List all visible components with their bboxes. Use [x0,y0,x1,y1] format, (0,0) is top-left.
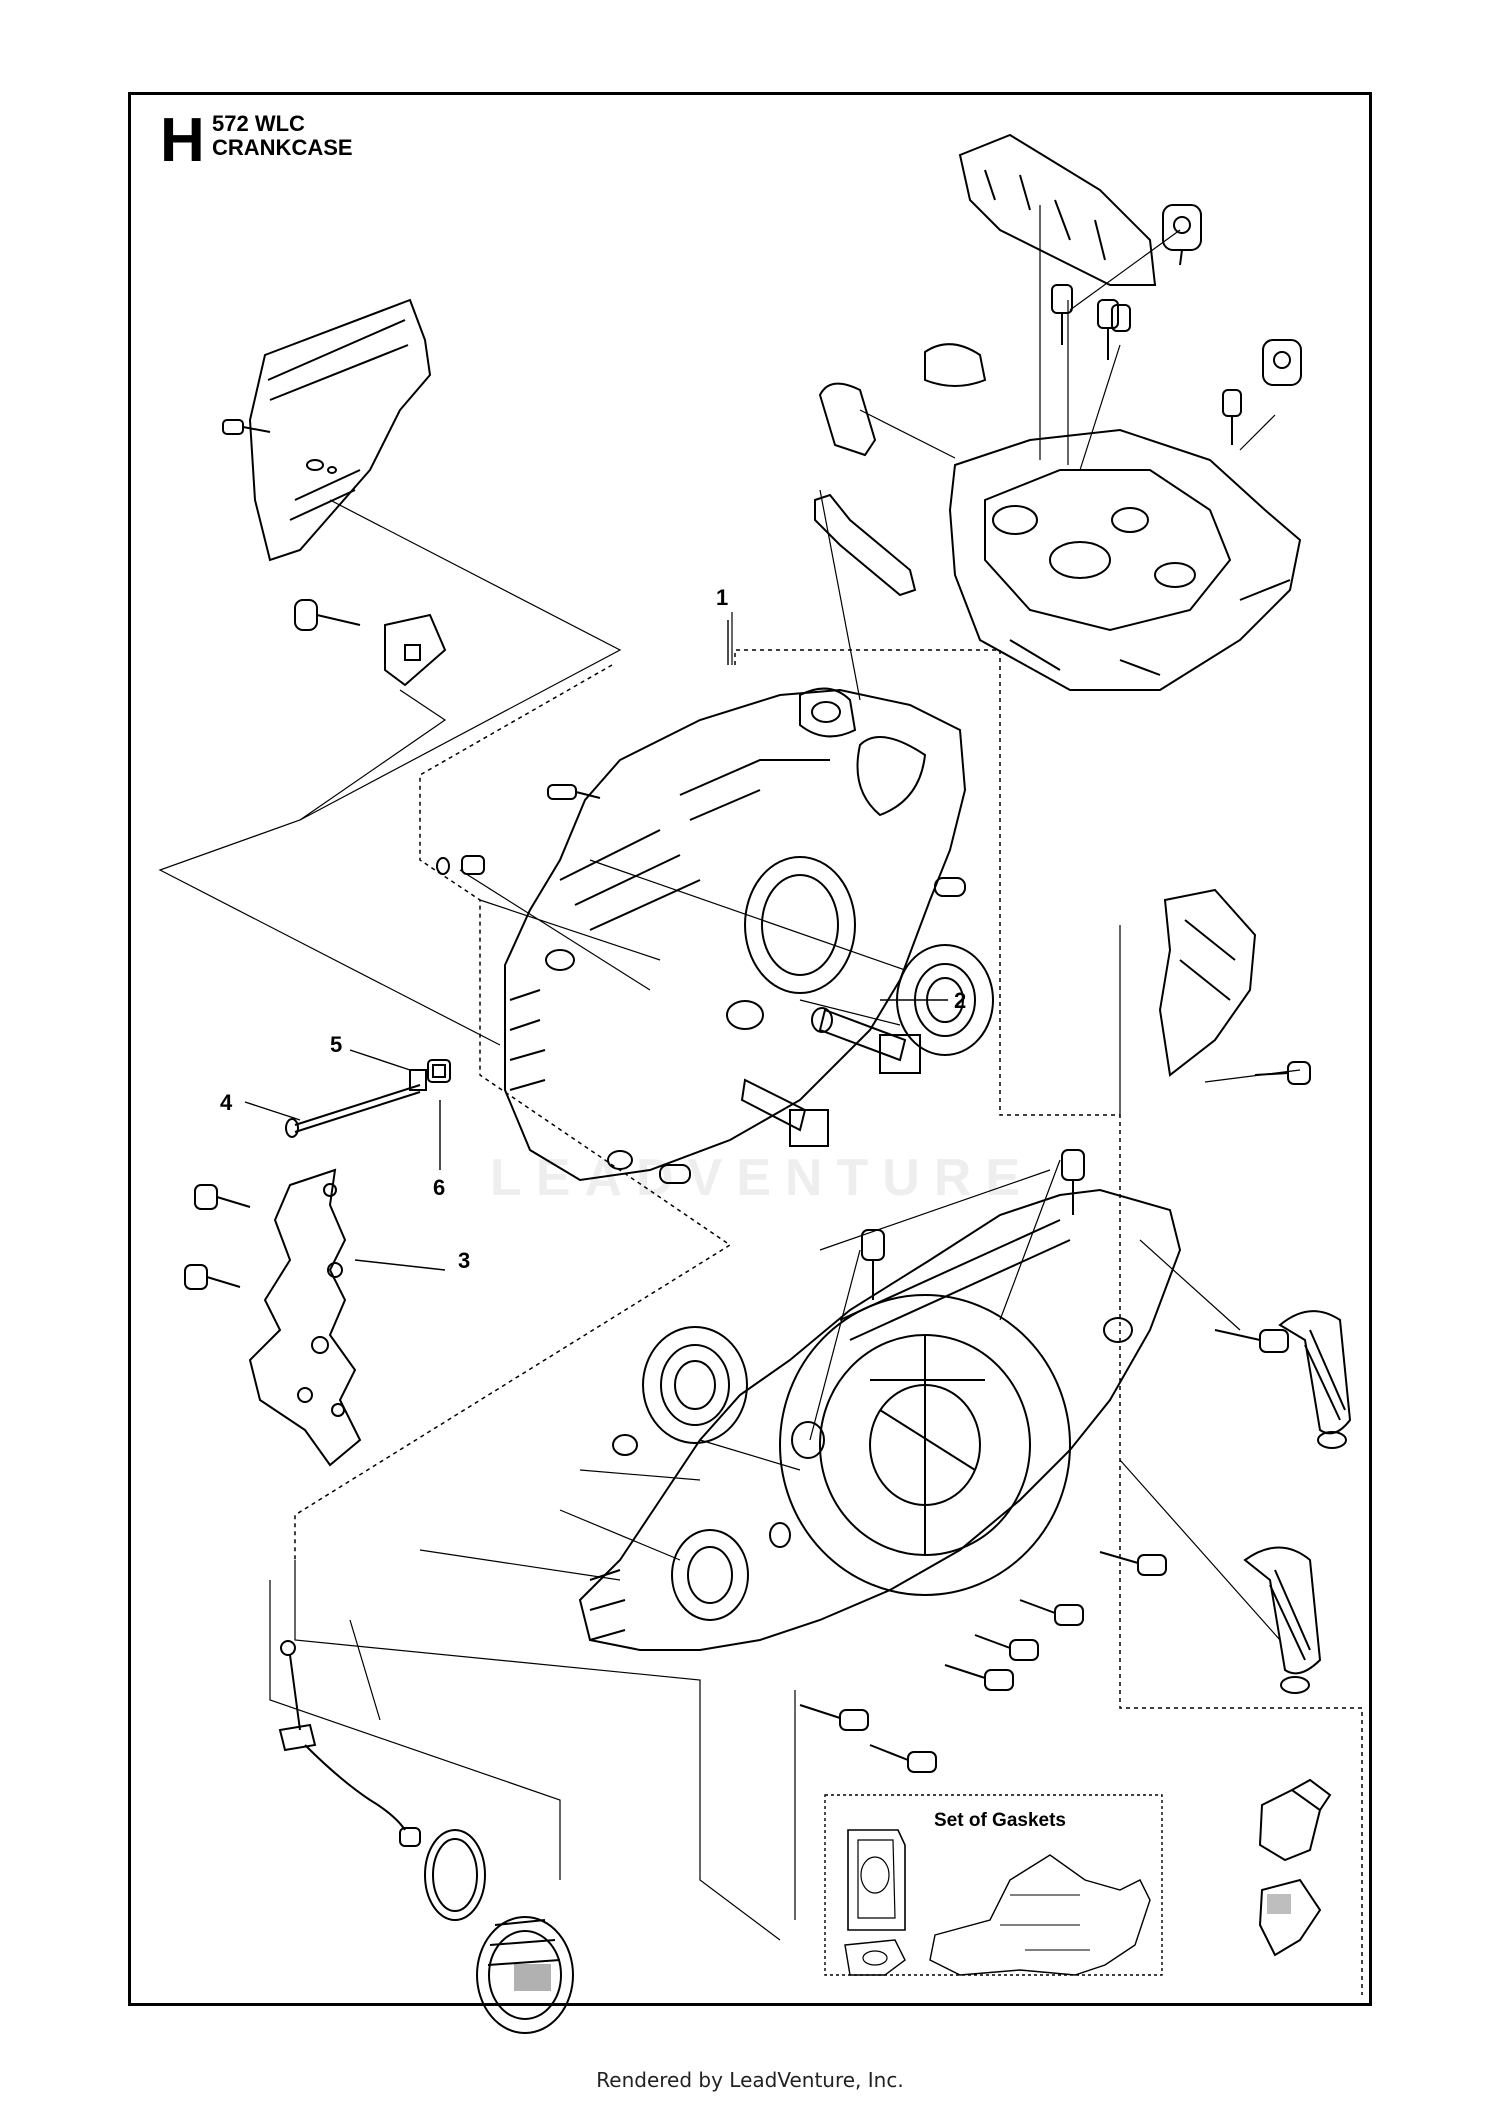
model-name: 572 WLC [212,111,305,136]
tank-cap-part [476,1916,574,2034]
cylinder-housing-part [948,428,1302,691]
callout-1: 1 [716,585,728,610]
footer-credit: Rendered by LeadVenture, Inc. [596,2068,904,2092]
callout-6: 6 [433,1175,445,1200]
crankcase-half-front [504,687,967,1182]
chain-guide-plate [222,298,447,687]
callout-leaders [244,620,948,1271]
callout-4: 4 [220,1090,233,1115]
clamp-part-upper [1258,1778,1332,1862]
section-name: CRANKCASE [212,135,353,160]
screw-group-rear [799,1149,1289,1773]
clamp-part-lower [1258,1878,1322,1957]
upper-cover-part [958,133,1202,286]
crankcase-half-rear [578,1188,1182,1651]
screw-group-top [924,284,1302,445]
bracket-parts-top [814,382,917,597]
clip-part-6 [427,1059,451,1083]
bearing-front [896,944,994,1056]
gasket-set-title: Set of Gaskets [934,1810,1066,1831]
washer-part [612,1434,638,1456]
spring-clip-upper [1278,1310,1352,1449]
bushing-part-2 [740,1007,921,1147]
gasket-set-box [824,1794,1163,1976]
spike-bumper-part-3 [184,1168,362,1467]
bearing-rear [642,1326,748,1444]
leader-lines [158,205,1301,1941]
callout-2: 2 [954,988,966,1013]
callout-3: 3 [458,1248,470,1273]
assembly-outline [294,649,1363,1995]
section-letter: H [160,106,205,175]
callout-5: 5 [330,1032,342,1057]
adjuster-screw-part-4 [285,1084,421,1138]
small-pins [436,784,966,1184]
fuel-hose-part [278,1640,421,1847]
nut-part-5 [409,1069,427,1091]
rear-bracket-part [1158,888,1311,1085]
seal-ring-part [424,1829,486,1921]
spring-clip-lower [1243,1546,1322,1694]
diagram-frame [128,92,1372,2006]
